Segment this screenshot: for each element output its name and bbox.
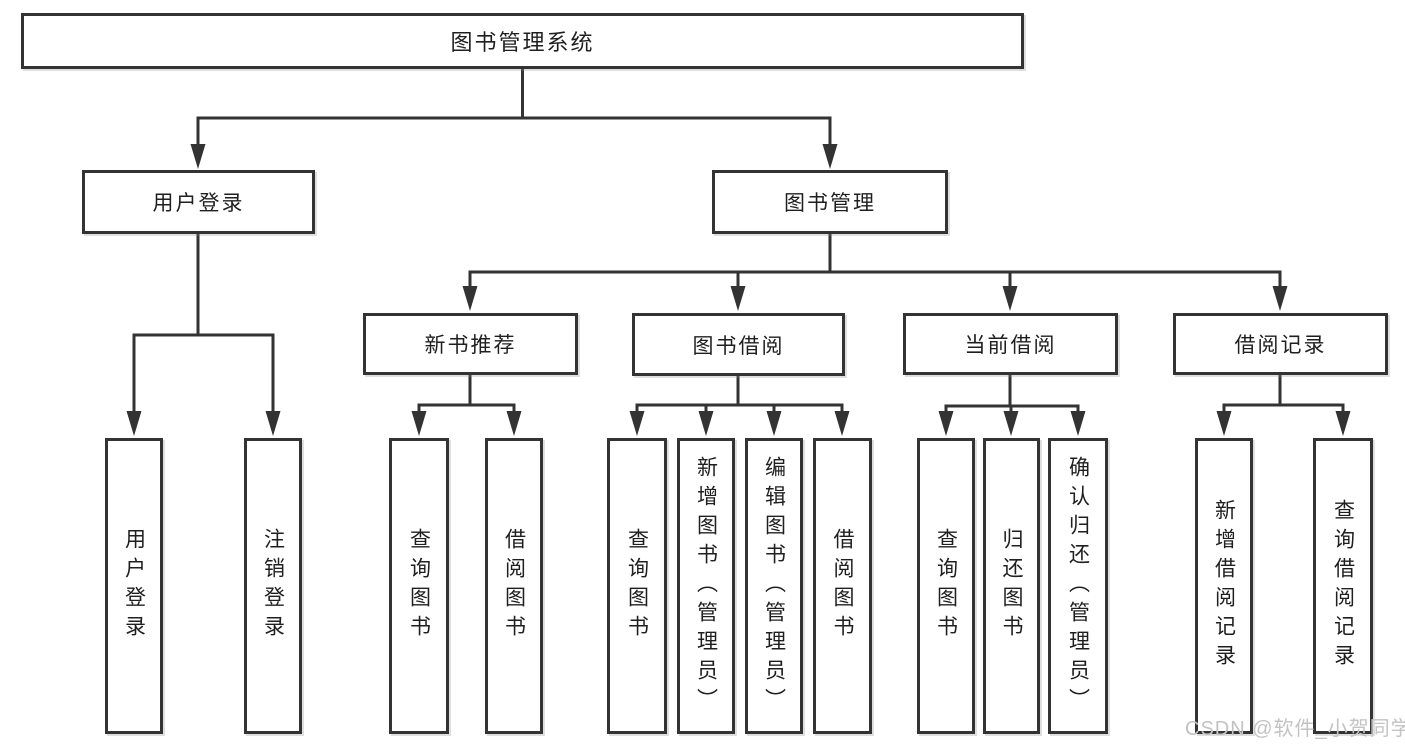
leaf-query-books-current: 查询图书 <box>917 438 975 734</box>
node-user-login: 用户登录 <box>82 170 315 234</box>
leaf-borrow-books-recommend: 借阅图书 <box>485 438 543 734</box>
node-library-management-system: 图书管理系统 <box>21 13 1024 69</box>
leaf-query-books-borrowing: 查询图书 <box>607 438 667 734</box>
node-book-borrowing: 图书借阅 <box>632 313 845 376</box>
leaf-add-book-admin: 新增图书（管理员） <box>677 438 735 734</box>
leaf-add-borrow-record: 新增借阅记录 <box>1195 438 1253 734</box>
node-book-management: 图书管理 <box>712 170 948 234</box>
leaf-edit-book-admin: 编辑图书（管理员） <box>745 438 803 734</box>
leaf-return-book: 归还图书 <box>983 438 1040 734</box>
leaf-query-books-recommend: 查询图书 <box>389 438 449 734</box>
node-current-borrowing: 当前借阅 <box>903 313 1118 375</box>
node-borrowing-records: 借阅记录 <box>1173 313 1388 375</box>
leaf-query-borrow-record: 查询借阅记录 <box>1313 438 1373 734</box>
leaf-logout: 注销登录 <box>244 438 302 734</box>
leaf-borrow-books-borrowing: 借阅图书 <box>813 438 872 734</box>
node-new-book-recommendation: 新书推荐 <box>363 313 578 375</box>
leaf-user-login: 用户登录 <box>105 438 163 734</box>
csdn-watermark: CSDN @软件_小贺同学 <box>1185 718 1405 740</box>
leaf-confirm-return-admin: 确认归还（管理员） <box>1048 438 1108 734</box>
